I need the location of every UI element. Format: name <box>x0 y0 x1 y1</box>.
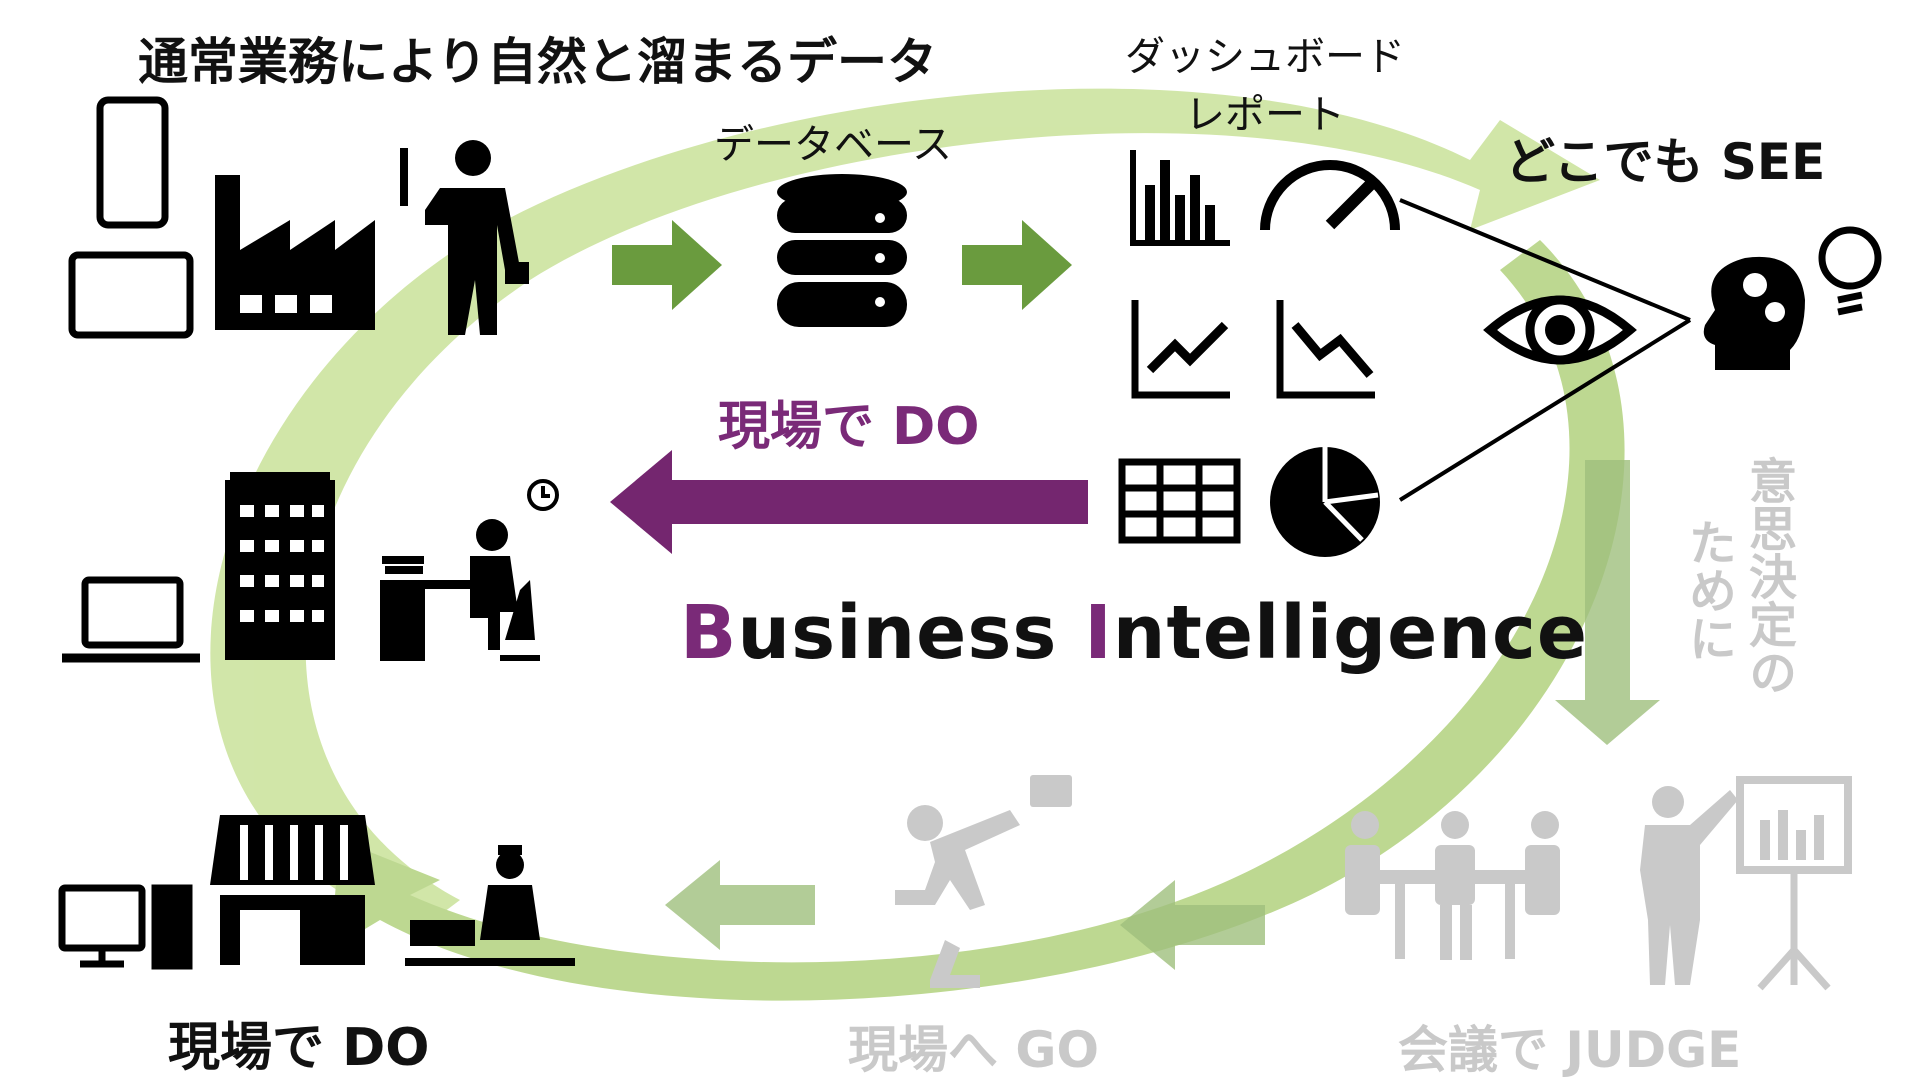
bi-label: Business Intelligence <box>680 590 1588 676</box>
lightbulb-icon <box>1818 226 1882 316</box>
bi-label-b: B <box>680 590 738 676</box>
arrow-to-database <box>612 220 722 310</box>
bar-chart-icon <box>1130 150 1230 246</box>
dashboard-label-line1: ダッシュボード <box>1125 34 1405 80</box>
laptop-icon <box>62 576 200 663</box>
decision-label-line1: 意思決定の <box>1740 456 1796 696</box>
desktop-pc-icon <box>58 884 193 970</box>
line-chart-down-icon <box>1276 300 1375 399</box>
dashboard-label: ダッシュボード レポート <box>1120 28 1410 144</box>
office-building-icon <box>225 472 335 660</box>
clock-icon <box>527 479 559 511</box>
meeting-icon <box>1345 811 1560 960</box>
bi-label-usiness: usiness <box>737 590 1085 676</box>
arrow-to-dashboard <box>962 220 1072 310</box>
do-center-label: 現場で DO <box>718 397 980 457</box>
factory-icon <box>215 175 375 330</box>
line-chart-up-icon <box>1131 300 1230 399</box>
go-label: 現場へ GO <box>848 1021 1099 1079</box>
arrow-back-to-field <box>610 450 1088 554</box>
cycle-ring <box>210 88 1625 1001</box>
sight-lines <box>1398 198 1692 502</box>
arrow-to-do <box>665 860 815 950</box>
bi-label-ntelligence: ntelligence <box>1112 590 1589 676</box>
presenter-icon <box>1640 776 1852 991</box>
bi-label-i: I <box>1084 590 1113 676</box>
arrow-down-to-judge <box>1555 460 1660 745</box>
cashier-icon <box>405 845 575 966</box>
table-icon <box>1118 458 1241 544</box>
diagram-title: 通常業務により自然と溜まるデータ <box>138 33 937 91</box>
eye-icon <box>1483 295 1637 365</box>
database-icon <box>777 174 907 327</box>
smartphone-icon <box>96 96 169 229</box>
arrow-to-go <box>1120 880 1265 970</box>
judge-label: 会議で JUDGE <box>1398 1021 1742 1079</box>
head-gears-icon <box>1703 256 1805 370</box>
do-bottom-label: 現場で DO <box>168 1018 430 1078</box>
runner-icon <box>895 775 1072 988</box>
pie-chart-icon <box>1270 447 1380 557</box>
gauge-icon <box>1260 160 1400 231</box>
tablet-icon <box>68 251 194 339</box>
database-label: データベース <box>714 122 952 168</box>
see-label: どこでも SEE <box>1505 133 1826 191</box>
worker-icon <box>400 140 529 335</box>
decision-label-line2: ために <box>1680 518 1736 662</box>
desk-worker-icon <box>380 519 540 661</box>
dashboard-label-line2: レポート <box>1185 92 1345 138</box>
shop-icon <box>210 815 375 965</box>
